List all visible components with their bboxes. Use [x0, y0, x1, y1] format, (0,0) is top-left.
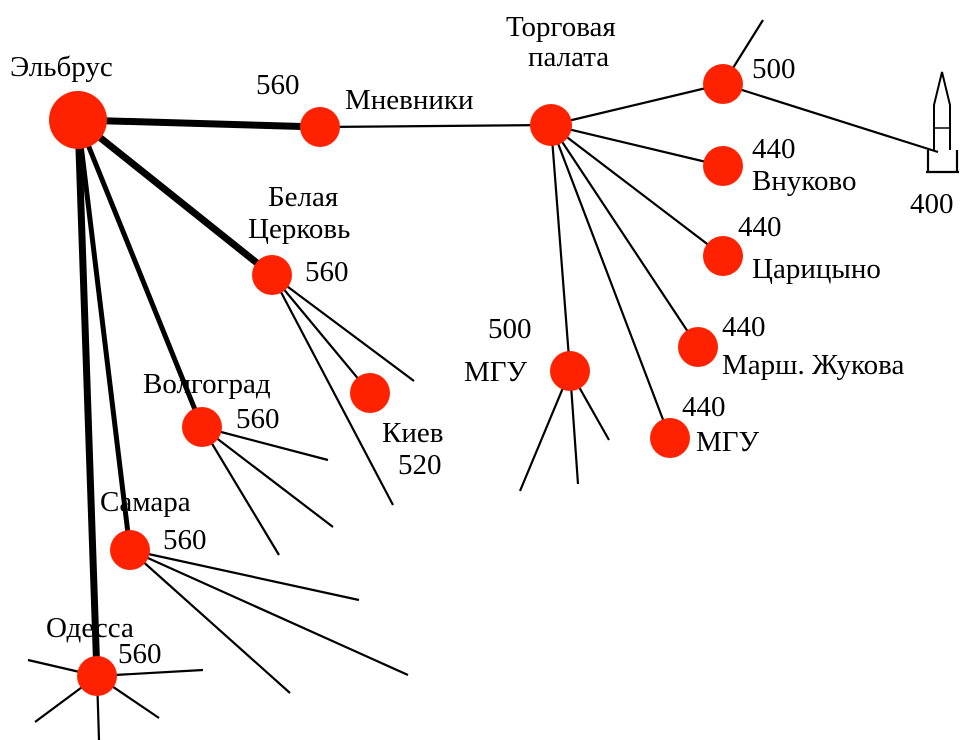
value-mgu-440: 440 — [682, 391, 726, 423]
node-tsaritsyno — [703, 236, 743, 276]
label-belaya-line2: Церковь — [248, 213, 350, 245]
node-mnevniki — [300, 107, 340, 147]
value-tsaritsyno: 440 — [738, 211, 782, 243]
value-tower: 400 — [910, 188, 954, 220]
node-torgovaya — [530, 104, 572, 146]
tv-tower-icon — [926, 71, 959, 174]
stub-mgu500-1 — [518, 370, 572, 492]
value-belaya: 560 — [305, 256, 349, 288]
value-vnukovo: 440 — [752, 133, 796, 165]
stub-volgograd-2 — [201, 426, 334, 528]
link-torgovaya-500 — [550, 82, 724, 127]
label-mnevniki: Мневники — [345, 84, 474, 116]
value-odessa: 560 — [118, 638, 162, 670]
value-samara: 560 — [163, 524, 207, 556]
label-odessa: Одесса — [46, 612, 134, 644]
label-torgovaya-line1: Торговая — [506, 11, 616, 43]
link-torgovaya-vnukovo — [550, 123, 724, 168]
value-zhukova: 440 — [722, 311, 766, 343]
stub-belaya-2 — [271, 274, 394, 506]
stub-belaya-1 — [271, 274, 415, 382]
label-zhukova: Марш. Жукова — [722, 349, 904, 381]
node-zhukova — [678, 327, 718, 367]
node-belaya — [252, 255, 292, 295]
node-vnukovo — [703, 146, 743, 186]
node-mgu-500 — [550, 351, 590, 391]
link-500-tower — [722, 82, 939, 154]
label-vnukovo: Внуково — [752, 165, 856, 197]
node-mgu-440 — [650, 418, 690, 458]
link-elbrus-belaya — [75, 117, 275, 278]
link-elbrus-samara — [75, 119, 133, 551]
link-mnevniki-torgovaya — [319, 123, 552, 129]
label-volgograd: Волгоград — [143, 368, 271, 400]
link-torgovaya-mgu500 — [549, 124, 572, 372]
thin-links — [27, 19, 939, 740]
link-elbrus-volgograd — [75, 119, 205, 428]
node-volgograd — [182, 407, 222, 447]
label-elbrus: Эльбрус — [10, 51, 113, 83]
stub-samara-2 — [129, 548, 409, 677]
link-belaya-kiev — [271, 274, 371, 394]
value-mgu-500: 500 — [488, 313, 532, 345]
node-odessa — [77, 656, 117, 696]
label-kiev: Киев — [382, 417, 443, 449]
link-torgovaya-zhukova — [550, 124, 699, 348]
node-samara — [110, 530, 150, 570]
node-elbrus — [49, 91, 107, 149]
label-tsaritsyno: Царицыно — [752, 253, 881, 285]
label-mgu-440: МГУ — [696, 426, 760, 458]
value-mnevniki: 560 — [256, 69, 300, 101]
stub-volgograd-1 — [201, 425, 329, 462]
link-torgovaya-tsaritsyno — [550, 124, 724, 257]
link-torgovaya-mgu440 — [549, 124, 672, 439]
label-torgovaya-line2: палата — [528, 41, 609, 73]
nodes — [49, 64, 743, 696]
stub-volgograd-3 — [201, 426, 280, 556]
labels: Эльбрус 560 Мневники Торговая палата 500… — [10, 11, 954, 670]
value-volgograd: 560 — [236, 403, 280, 435]
node-500-top — [703, 64, 743, 104]
label-mgu-500: МГУ — [464, 356, 528, 388]
stub-samara-1 — [129, 548, 360, 602]
link-elbrus-mnevniki — [77, 116, 321, 131]
node-kiev — [350, 373, 390, 413]
stub-samara-3 — [129, 549, 291, 694]
link-elbrus-odessa — [74, 119, 101, 677]
label-belaya-line1: Белая — [268, 181, 338, 213]
value-500-top: 500 — [752, 53, 796, 85]
trunk-links — [74, 116, 321, 677]
label-samara: Самара — [100, 486, 191, 518]
value-kiev: 520 — [398, 449, 442, 481]
